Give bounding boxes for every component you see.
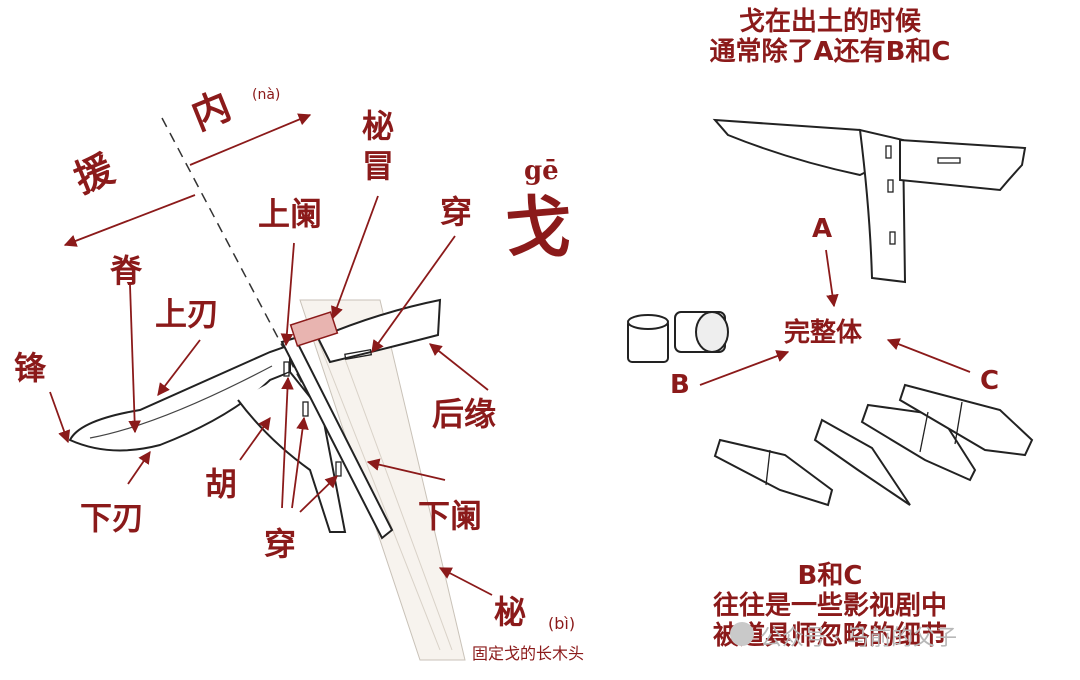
right-title: 戈在出土的时候 通常除了A还有B和C xyxy=(660,7,1000,68)
label-c: C xyxy=(980,366,1000,396)
label-bimao-1: 柲 xyxy=(362,107,395,145)
label-xialan: 下阑 xyxy=(418,497,483,535)
chuan-bottom-pointer-arrow-2 xyxy=(291,416,309,509)
nei-direction-arrow xyxy=(189,113,312,166)
label-b: B xyxy=(670,370,690,400)
ji-pointer-arrow xyxy=(128,284,141,434)
right-title-line1: 戈在出土的时候 xyxy=(738,7,921,37)
label-bi-pinyin: (bì) xyxy=(548,614,576,633)
chuan-bottom-pointer-arrow-1 xyxy=(281,376,294,509)
label-ge-pinyin: gē xyxy=(524,156,559,186)
xialan-pointer-arrow xyxy=(366,458,446,481)
chuan-top-pointer-arrow xyxy=(371,235,456,354)
label-ji: 脊 xyxy=(110,252,143,290)
watermark-icon xyxy=(730,622,754,646)
label-houyuan: 后缘 xyxy=(432,395,497,433)
label-chuan-bottom: 穿 xyxy=(264,525,297,563)
feng-pointer-arrow xyxy=(49,391,71,444)
label-feng: 锋 xyxy=(14,349,47,387)
label-nei-pinyin: (nà) xyxy=(252,87,281,103)
bi-shaft-drawing xyxy=(299,299,466,661)
label-xiaren: 下刃 xyxy=(80,499,145,537)
label-chuan-top: 穿 xyxy=(440,193,473,231)
bimao-pointer-arrow xyxy=(331,195,379,320)
houyuan-pointer-arrow xyxy=(429,343,489,391)
watermark-text: 公众号 · 马前的父子 xyxy=(760,626,957,651)
right-title-line2: 通常除了A还有B和C xyxy=(709,36,951,67)
label-a: A xyxy=(812,214,833,244)
bi-pointer-arrow xyxy=(438,567,493,596)
label-hu: 胡 xyxy=(205,465,238,503)
hu-pointer-arrow xyxy=(239,416,271,461)
label-ge: 戈 xyxy=(505,189,571,266)
shanglan-pointer-arrow xyxy=(280,242,295,347)
c-to-complete-arrow xyxy=(886,338,971,373)
complete-ge-drawing xyxy=(712,118,1027,284)
a-to-complete-arrow xyxy=(825,249,839,308)
label-bi: 柲 xyxy=(494,593,527,631)
right-bottom-line1: B和C xyxy=(797,561,863,591)
xiaren-pointer-arrow xyxy=(127,450,151,485)
label-complete: 完整体 xyxy=(784,318,863,348)
chuan-bottom-pointer-arrow-3 xyxy=(299,475,338,513)
part-c-ferrules-drawing xyxy=(713,383,1034,507)
b-to-complete-arrow xyxy=(699,350,790,386)
label-shanglan: 上阑 xyxy=(258,195,323,233)
label-bi-desc: 固定戈的长木头 xyxy=(472,644,585,663)
yuan-direction-arrow xyxy=(63,194,196,247)
right-bottom-line2: 往往是一些影视剧中 xyxy=(712,590,947,621)
part-b-caps-drawing xyxy=(627,311,729,363)
label-bimao-2: 冒 xyxy=(362,147,395,185)
label-shangren: 上刃 xyxy=(155,295,220,333)
shangren-pointer-arrow xyxy=(157,339,201,397)
